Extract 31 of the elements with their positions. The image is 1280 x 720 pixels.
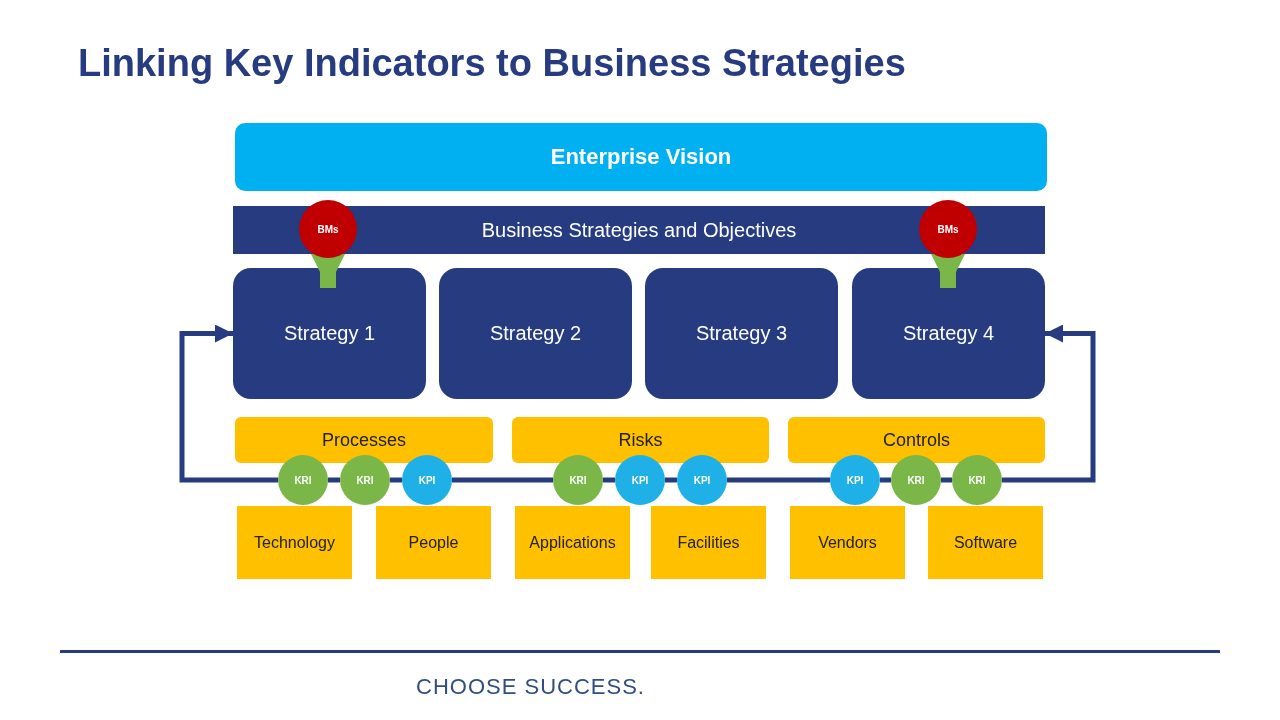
area-box: Applications — [515, 506, 630, 579]
strategy-box: Strategy 2 — [439, 268, 632, 399]
arrow — [179, 324, 278, 483]
indicator-circle: KPI — [615, 455, 665, 505]
indicator-circle: KPI — [830, 455, 880, 505]
category-header: Risks — [512, 417, 769, 463]
strategy-box: Strategy 1 — [233, 268, 426, 399]
area-box: Facilities — [651, 506, 766, 579]
indicator-circle: KRI — [278, 455, 328, 505]
strategy-box: Strategy 4 — [852, 268, 1045, 399]
measure-circle: BMs — [299, 200, 357, 258]
indicator-circle: KRI — [340, 455, 390, 505]
indicator-circle: KRI — [891, 455, 941, 505]
measure-circle: BMs — [919, 200, 977, 258]
vision-banner: Enterprise Vision — [235, 123, 1047, 191]
area-box: Software — [928, 506, 1043, 579]
indicator-circle: KPI — [402, 455, 452, 505]
category-header: Processes — [235, 417, 493, 463]
indicator-circle: KPI — [677, 455, 727, 505]
slide-title: Linking Key Indicators to Business Strategies — [78, 42, 906, 85]
category-header: Controls — [788, 417, 1045, 463]
area-box: Technology — [237, 506, 352, 579]
arrow — [931, 254, 965, 288]
area-box: People — [376, 506, 491, 579]
indicator-circle: KRI — [952, 455, 1002, 505]
slogan-text: CHOOSE SUCCESS. — [416, 674, 645, 700]
arrow — [311, 254, 345, 288]
strategy-box: Strategy 3 — [645, 268, 838, 399]
arrow — [1002, 324, 1096, 483]
indicator-circle: KRI — [553, 455, 603, 505]
area-box: Vendors — [790, 506, 905, 579]
